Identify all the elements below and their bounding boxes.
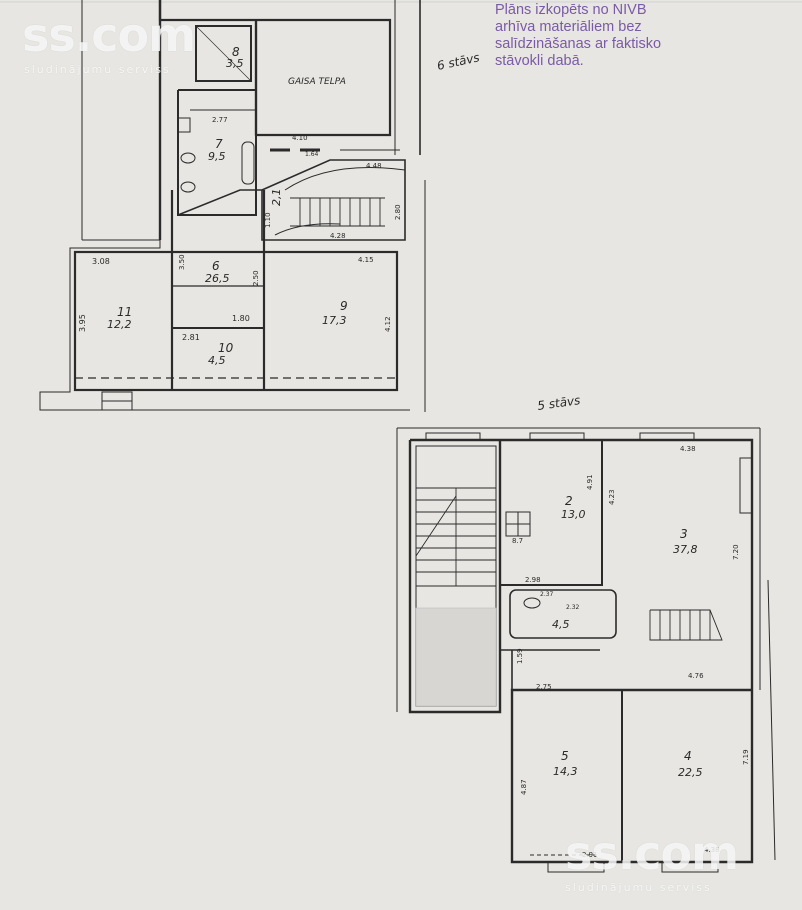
dimension-label: 4.91 bbox=[586, 474, 594, 490]
room-number: 9 bbox=[340, 299, 348, 313]
room-number: 4 bbox=[684, 749, 692, 763]
upper-floor-label: 6 stāvs bbox=[436, 50, 481, 73]
room-number: 8 bbox=[232, 45, 240, 59]
dimension-label: 8.7 bbox=[512, 537, 523, 545]
dimension-label: 2.37 bbox=[540, 591, 554, 598]
room-area: 14,3 bbox=[553, 765, 578, 778]
watermark-logo: ss.com bbox=[565, 826, 739, 880]
dimension-label: 4.38 bbox=[704, 846, 720, 854]
note-line: arhīva materiāliem bez bbox=[495, 19, 642, 35]
dimension-label: 7.20 bbox=[732, 544, 740, 560]
dimension-label: 4.76 bbox=[688, 672, 704, 680]
room-area: 13,0 bbox=[561, 508, 586, 521]
dimension-label: 7.19 bbox=[742, 749, 750, 765]
dimension-label: 1.80 bbox=[232, 314, 250, 323]
archive-disclaimer-note: Plāns izkopēts no NIVB arhīva materiālie… bbox=[495, 2, 795, 70]
room-number: 11 bbox=[117, 305, 132, 319]
upper-floor-plan bbox=[39, 0, 426, 412]
room-number: 3 bbox=[680, 527, 688, 541]
dimension-label: 2.50 bbox=[252, 270, 260, 286]
dimension-label: 4.38 bbox=[680, 445, 696, 453]
room-area: 9,5 bbox=[208, 150, 226, 163]
dimension-label: 1.10 bbox=[264, 212, 272, 228]
dimension-label: 2.32 bbox=[566, 604, 580, 611]
room-number: 5 bbox=[561, 749, 569, 763]
dimension-label: 2.81 bbox=[182, 333, 200, 342]
dimension-label: 2.77 bbox=[212, 116, 228, 124]
note-line: salīdzināšanas ar faktisko bbox=[495, 36, 662, 52]
lower-plan-labels: 5 stāvs 2 13,0 3 37,8 4,5 5 14,3 4 22,5 … bbox=[512, 393, 750, 859]
dimension-label: 3.08 bbox=[92, 257, 110, 266]
dimension-label: 3.50 bbox=[178, 254, 186, 270]
lower-floor-plan bbox=[396, 427, 776, 873]
open-space-label: GAISA TELPA bbox=[288, 77, 346, 87]
lower-floor-label: 5 stāvs bbox=[536, 393, 581, 413]
dimension-label: 4.12 bbox=[384, 316, 392, 332]
room-number: 7 bbox=[215, 137, 223, 151]
dimension-label: 4.15 bbox=[358, 256, 374, 264]
dimension-label: 2.75 bbox=[536, 683, 552, 691]
room-area: 2,1 bbox=[270, 189, 283, 207]
room-area: 12,2 bbox=[107, 318, 132, 331]
dimension-label: 4.23 bbox=[608, 489, 616, 505]
watermark-tagline: sludinājumu serviss bbox=[565, 881, 712, 894]
dimension-label: 1.64 bbox=[305, 151, 319, 158]
room-area: 3,5 bbox=[226, 57, 244, 70]
room-area: 26,5 bbox=[205, 272, 230, 285]
watermark-tagline: sludinājumu serviss bbox=[24, 63, 171, 76]
room-area: 37,8 bbox=[673, 543, 698, 556]
dimension-label: 2.80 bbox=[394, 204, 402, 220]
note-line: Plāns izkopēts no NIVB bbox=[495, 2, 647, 18]
room-number: 10 bbox=[218, 341, 234, 355]
room-area: 22,5 bbox=[678, 766, 703, 779]
dimension-label: 3.95 bbox=[78, 314, 87, 332]
note-line: stāvokli dabā. bbox=[495, 53, 584, 69]
dimension-label: 4.10 bbox=[292, 134, 308, 142]
dimension-label: 4.87 bbox=[520, 779, 528, 795]
room-area: 17,3 bbox=[322, 314, 347, 327]
dimension-label: 2.91 bbox=[582, 851, 598, 859]
room-number: 6 bbox=[212, 259, 220, 273]
dimension-label: 4.28 bbox=[330, 232, 346, 240]
room-number: 2 bbox=[565, 494, 573, 508]
dimension-label: 4.48 bbox=[366, 162, 382, 170]
room-area: 4,5 bbox=[208, 354, 226, 367]
room-area: 4,5 bbox=[552, 618, 570, 631]
dimension-label: 1.59 bbox=[516, 648, 524, 664]
dimension-label: 2.98 bbox=[525, 576, 541, 584]
watermark-logo: ss.com bbox=[22, 8, 196, 62]
